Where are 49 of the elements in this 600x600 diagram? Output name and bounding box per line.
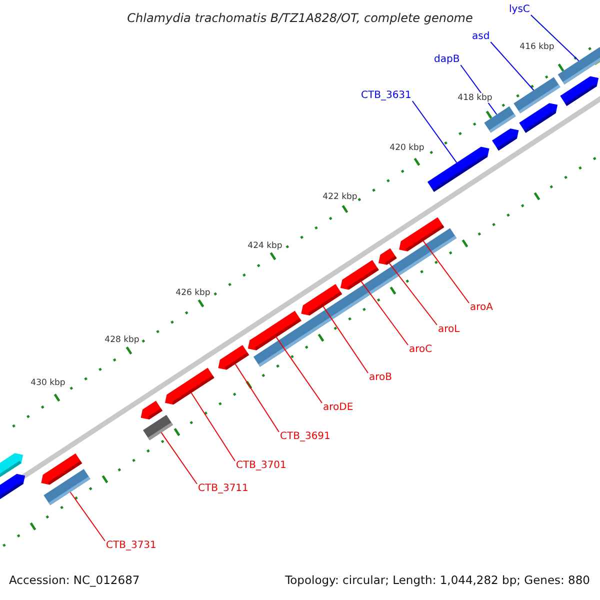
gene-feature <box>218 344 250 370</box>
gene-label: aroL <box>438 324 460 336</box>
leader-line <box>490 42 534 91</box>
leader-line <box>388 262 438 326</box>
leader-line <box>530 14 580 62</box>
accession-text: Accession: NC_012687 <box>9 574 140 588</box>
leader-line <box>190 392 236 462</box>
tick-label: 428 kbp <box>104 334 140 346</box>
tick-label: 422 kbp <box>322 192 358 202</box>
leader-line <box>422 240 470 304</box>
gene-feature <box>143 414 173 440</box>
gene-feature <box>399 217 444 252</box>
tick-label: 424 kbp <box>248 240 282 252</box>
gene-feature <box>484 106 516 133</box>
tick-label: 430 kbp <box>30 378 66 388</box>
leader-line <box>360 281 408 346</box>
gene-feature <box>427 146 490 192</box>
gene-feature <box>44 468 90 506</box>
leader-line <box>70 492 106 542</box>
tick-label: 426 kbp <box>176 288 210 298</box>
gene-feature <box>378 248 397 265</box>
gene-label: asd <box>472 31 490 43</box>
gene-label: aroA <box>470 302 493 314</box>
gene-label: CTB_3691 <box>280 431 330 443</box>
gene-feature <box>301 284 342 316</box>
gene-label: aroDE <box>323 402 354 414</box>
gene-feature <box>248 310 302 350</box>
gene-feature <box>514 77 560 114</box>
gene-feature <box>340 260 379 290</box>
leader-line <box>234 364 280 432</box>
genome-summary: Topology: circular; Length: 1,044,282 bp; Genes: 880 <box>285 574 590 588</box>
gene-label: CTB_3731 <box>106 540 156 552</box>
gene-feature <box>558 47 600 84</box>
tick-label: 416 kbp <box>520 42 554 52</box>
gene-label: aroB <box>369 372 392 384</box>
gene-feature <box>165 368 214 405</box>
gene-label: CTB_3701 <box>236 460 286 472</box>
map-title: Chlamydia trachomatis B/TZ1A828/OT, complete genome <box>127 10 473 26</box>
leader-line <box>276 336 322 404</box>
gene-label: dapB <box>434 54 460 66</box>
leader-line <box>160 432 198 484</box>
tick-label: 420 kbp <box>390 142 424 154</box>
tick-label: 418 kbp <box>458 92 492 104</box>
leader-line <box>322 306 368 374</box>
gene-label: aroC <box>409 344 432 356</box>
gene-label: lysC <box>509 4 530 16</box>
leader-line <box>412 100 458 164</box>
gene-label: CTB_3631 <box>361 90 412 102</box>
gene-label: CTB_3711 <box>198 483 248 495</box>
